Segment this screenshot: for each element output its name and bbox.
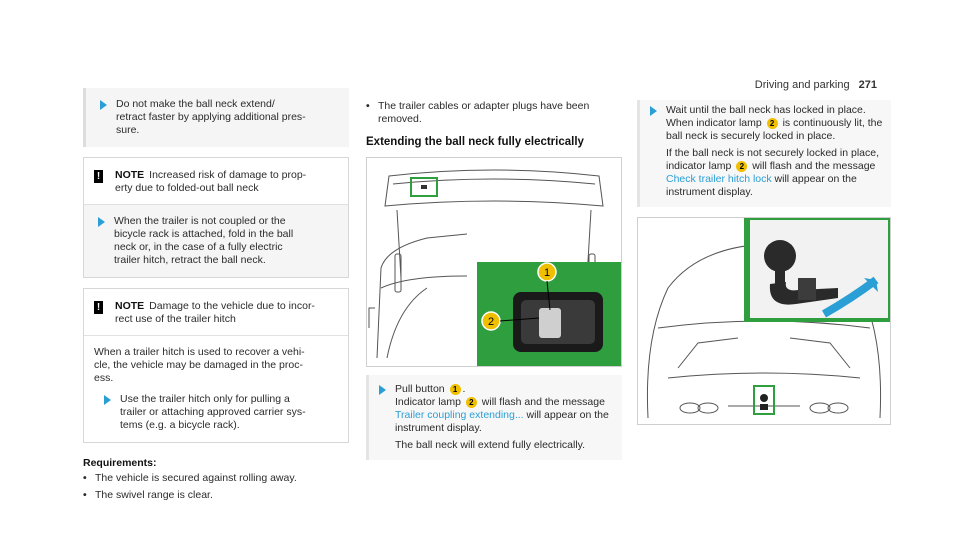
step-text: will appear on the instrument display.	[666, 173, 857, 198]
requirement-item: The trailer cables or adapter plugs have…	[378, 100, 590, 125]
marker-1-icon: 1	[449, 384, 461, 395]
column-middle: • The trailer cables or adapter plugs hav…	[366, 100, 622, 460]
note-text: Increased risk of damage to prop- erty d…	[115, 169, 307, 194]
note-label: NOTE	[115, 300, 145, 312]
display-message: Check trailer hitch lock	[666, 173, 772, 185]
step-text: Use the trailer hitch only for pulling a…	[120, 393, 306, 431]
marker-1-label: 1	[544, 267, 550, 279]
step-arrow-icon	[100, 100, 107, 110]
instruction-step: Do not make the ball neck extend/ retrac…	[83, 88, 349, 147]
step-text: The ball neck will extend fully electric…	[395, 439, 586, 451]
step-text: Indicator lamp	[395, 396, 461, 408]
instruction-step: Wait until the ball neck has locked in p…	[637, 100, 891, 207]
bullet-icon: •	[83, 489, 87, 501]
marker-2-icon: 2	[766, 118, 778, 129]
marker-2-icon: 2	[465, 397, 477, 408]
requirements-heading: Requirements:	[83, 457, 157, 469]
step-arrow-icon	[98, 217, 105, 227]
page-number: 271	[858, 79, 877, 91]
column-left: Do not make the ball neck extend/ retrac…	[83, 88, 349, 502]
page-header: Driving and parking 271	[755, 79, 877, 92]
step-text: will flash and the message	[752, 160, 876, 172]
instruction-step: Pull button 1. Indicator lamp 2 will fla…	[366, 375, 622, 460]
step-text: When the trailer is not coupled or the b…	[114, 215, 294, 266]
step-arrow-icon	[379, 385, 386, 395]
section-subtitle: Extending the ball neck fully electrical…	[366, 136, 584, 148]
note-label: NOTE	[115, 169, 145, 181]
step-text: is continuously lit, the ball neck is se…	[666, 117, 883, 142]
step-text: If the ball neck is not securely locked …	[666, 147, 880, 172]
warning-icon: !	[94, 170, 103, 183]
requirement-item: The vehicle is secured against rolling a…	[95, 472, 297, 484]
marker-2-icon: 2	[736, 161, 748, 172]
column-right: Wait until the ball neck has locked in p…	[637, 100, 891, 433]
step-text: Pull button	[395, 383, 445, 395]
bullet-icon: •	[366, 100, 370, 112]
marker-2-label: 2	[488, 316, 494, 328]
requirement-item: The swivel range is clear.	[95, 489, 213, 501]
step-arrow-icon	[650, 106, 657, 116]
tailgate-button-illustration: 1 2	[366, 157, 622, 367]
warning-icon: !	[94, 301, 103, 314]
step-text: Wait until the ball neck has locked in p…	[666, 104, 866, 129]
hitch-callout-frame	[753, 385, 775, 415]
step-text: will flash and the message	[481, 396, 605, 408]
step-arrow-icon	[104, 395, 111, 405]
display-message: Trailer coupling extending...	[395, 409, 524, 421]
button-callout-frame	[410, 177, 438, 197]
step-text: Do not make the ball neck extend/ retrac…	[116, 98, 306, 136]
ball-neck-illustration	[637, 217, 891, 425]
note-body-text: When a trailer hitch is used to recover …	[94, 346, 305, 384]
note-text: Damage to the vehicle due to incor- rect…	[115, 300, 315, 325]
bullet-icon: •	[83, 472, 87, 484]
section-title: Driving and parking	[754, 79, 850, 91]
step-text: will appear on the instrument display.	[395, 409, 609, 434]
